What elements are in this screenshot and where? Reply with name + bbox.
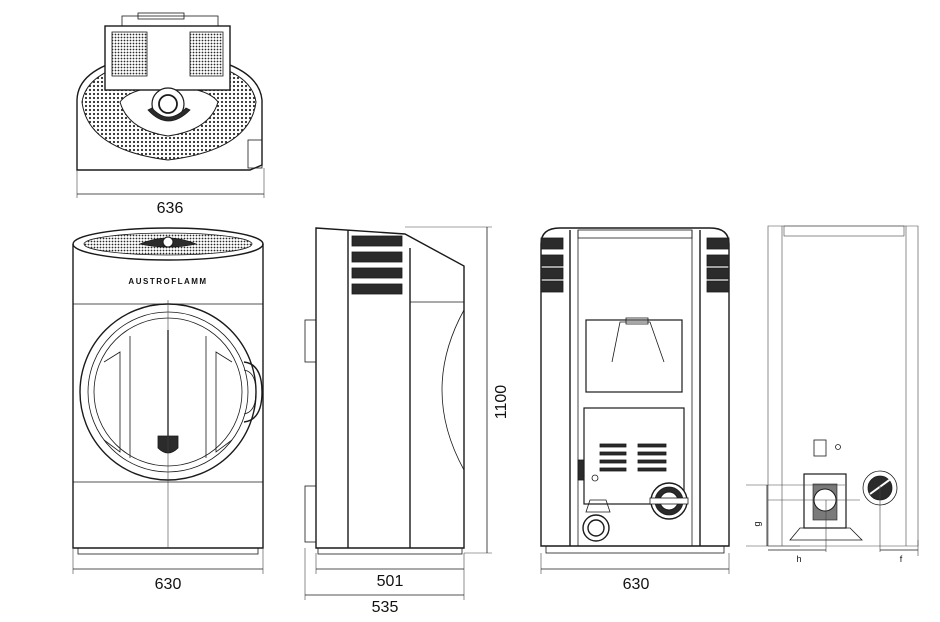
height-label: 1100: [493, 385, 510, 420]
height-marker-label: g: [752, 521, 762, 526]
brand-logo: AUSTROFLAMM: [128, 277, 207, 286]
top-view-width-label: 636: [157, 200, 184, 217]
top-view: 636: [76, 12, 265, 217]
side-depth-body-label: 501: [377, 573, 404, 590]
flue-marker-label: f: [900, 554, 903, 564]
rear-connection-view: g h f: [746, 225, 919, 564]
side-view: 1100 501 535: [304, 226, 510, 616]
horizontal-marker-label: h: [796, 554, 801, 564]
front-width-label: 630: [155, 576, 182, 593]
rear-view: 630: [540, 227, 730, 593]
rear-width-label: 630: [623, 576, 650, 593]
front-view: AUSTROFLAMM 630: [72, 227, 264, 593]
side-depth-total-label: 535: [372, 599, 399, 616]
